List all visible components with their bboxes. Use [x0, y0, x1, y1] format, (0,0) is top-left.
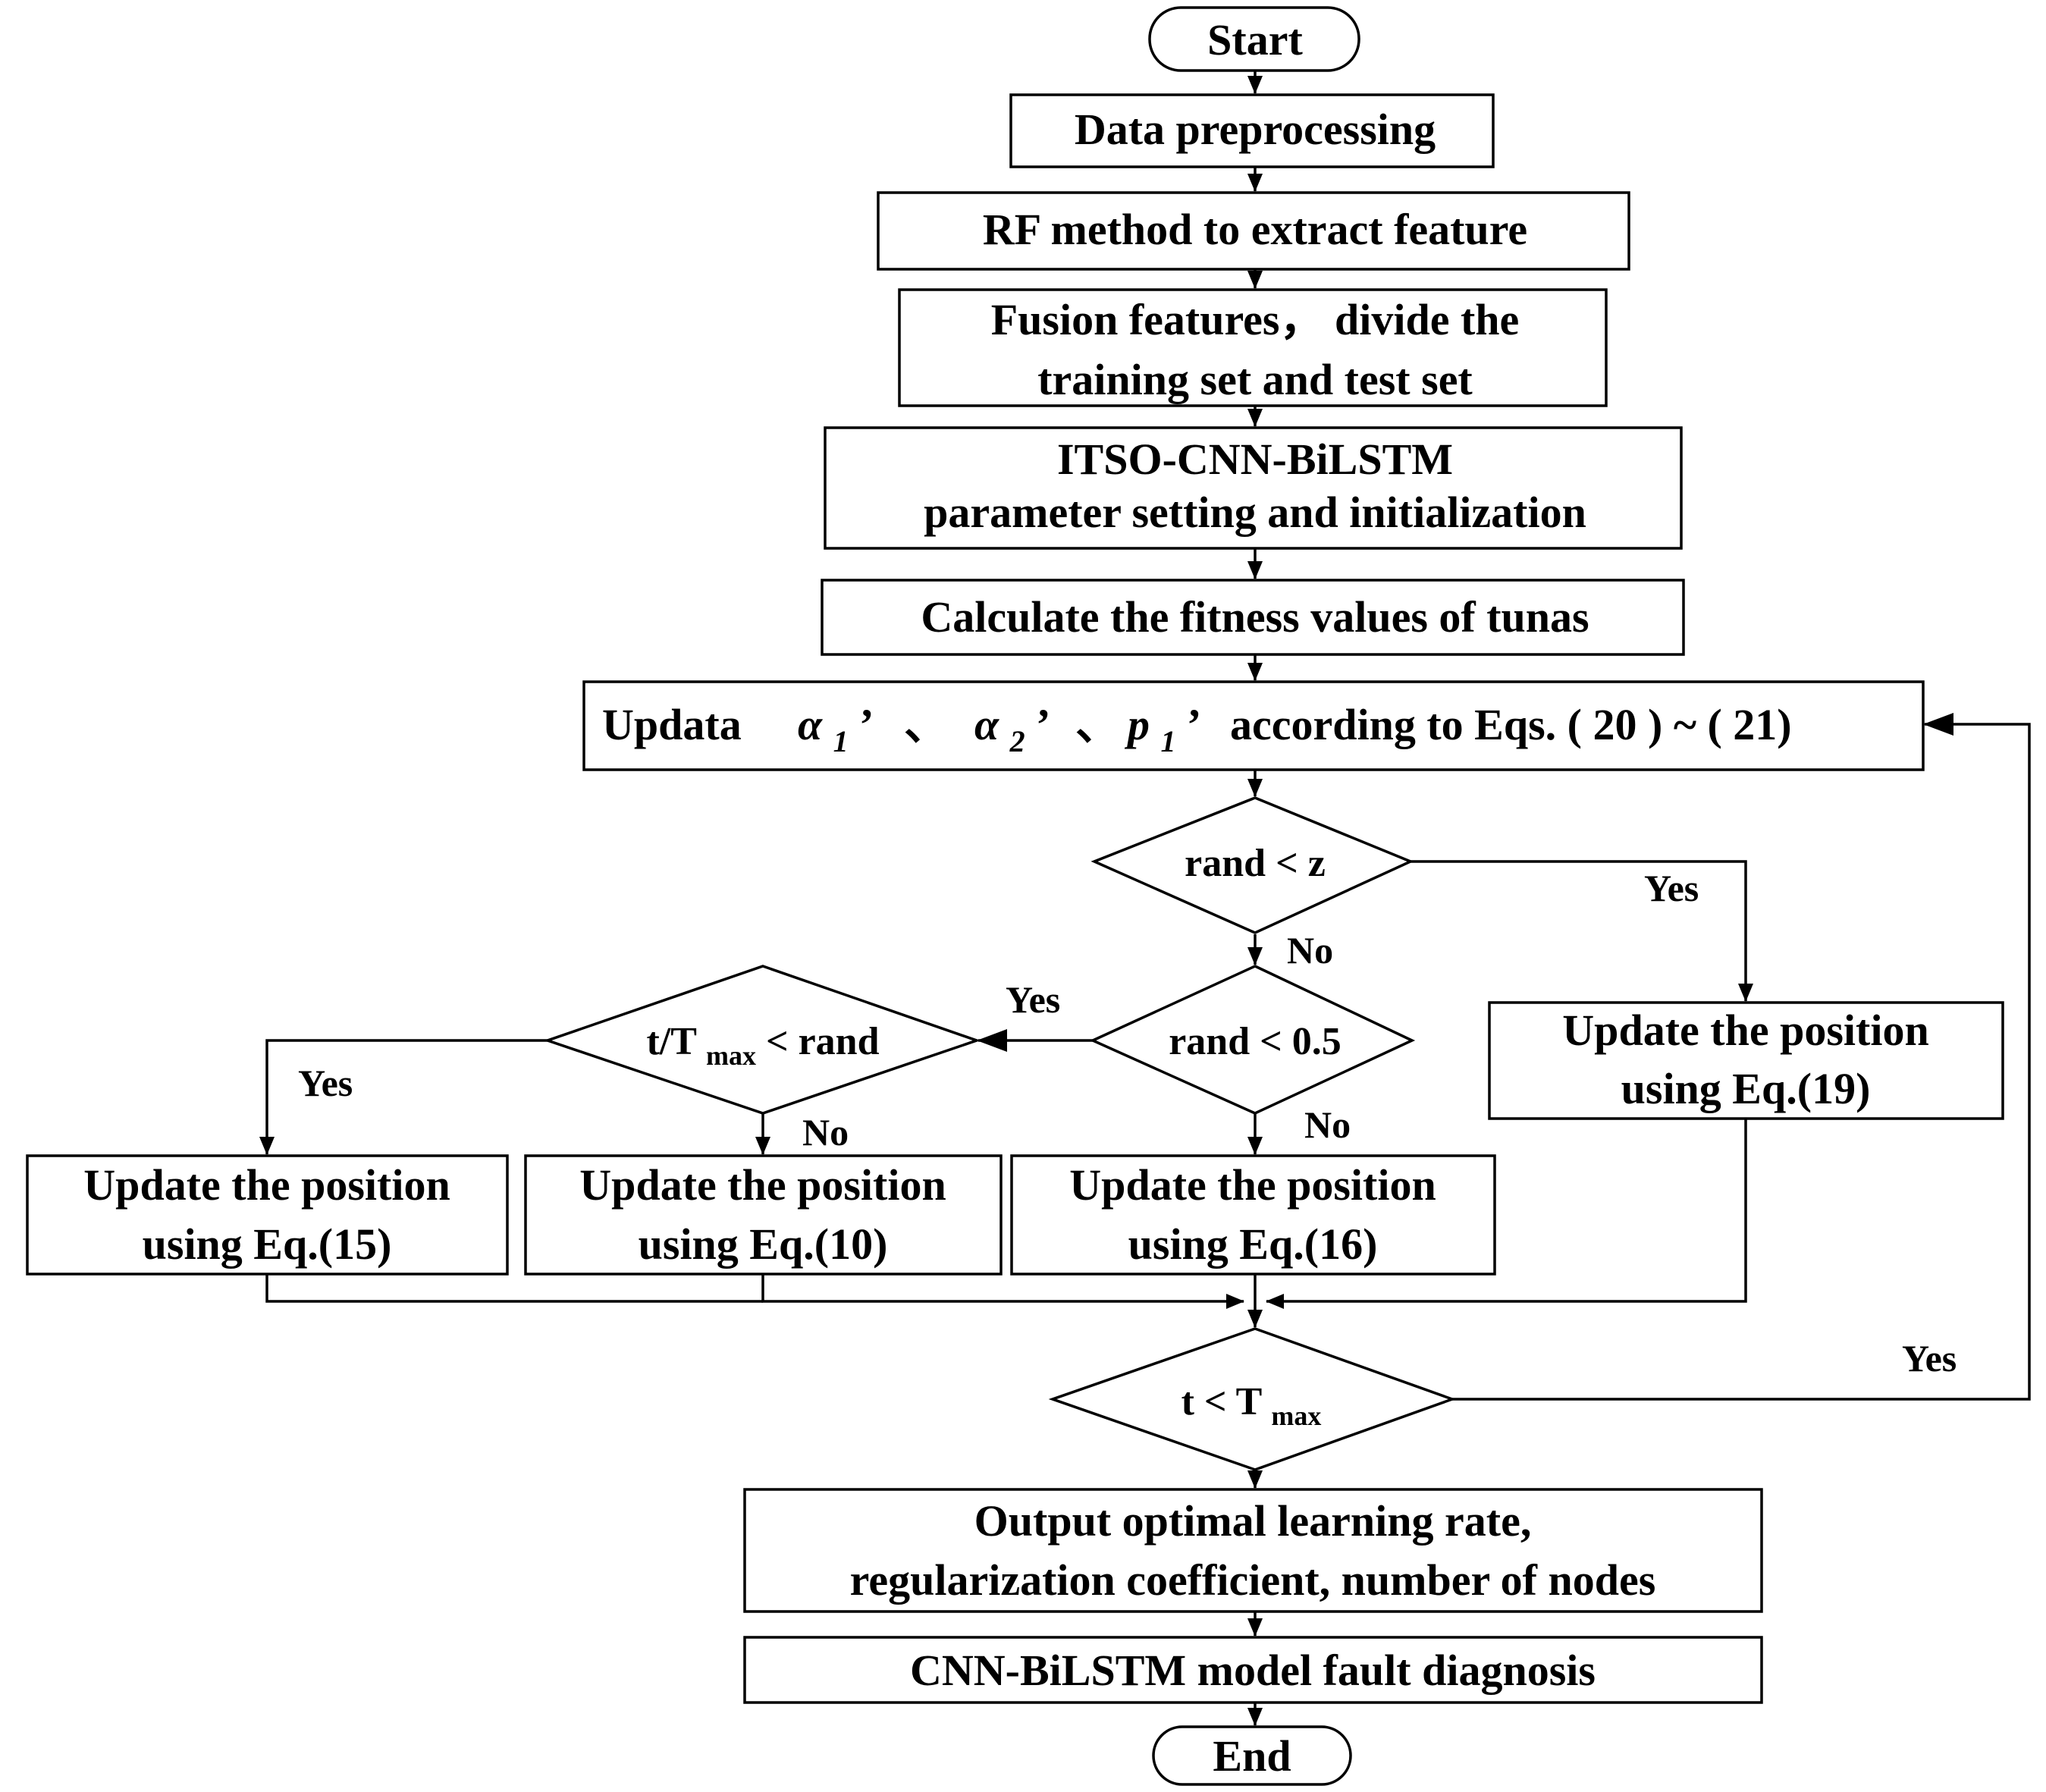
- eq15-box: Update the position using Eq.(15): [26, 1154, 509, 1276]
- eq10-label-line2: using Eq.(10): [639, 1219, 888, 1269]
- alpha2-prime: ’: [1036, 700, 1048, 749]
- merge-eq10: [761, 1274, 1244, 1309]
- fusion-label-line2: training set and test set: [1037, 355, 1473, 404]
- label-yes-tmax: Yes: [1902, 1337, 1957, 1379]
- eq15-label-line2: using Eq.(15): [143, 1219, 392, 1269]
- separator-1: 、: [904, 700, 948, 749]
- edge-labels: Yes No Yes No Yes No Yes: [298, 867, 1957, 1379]
- t-max-subscript: max: [1271, 1401, 1321, 1431]
- eq19-label-line1: Update the position: [1562, 1006, 1928, 1055]
- label-yes-rand05: Yes: [1006, 978, 1060, 1021]
- label-yes-randz: Yes: [1644, 867, 1699, 909]
- diagnosis-box: CNN-BiLSTM model fault diagnosis: [743, 1636, 1763, 1704]
- update-params-box: Updata α 1 ’ 、 α 2 ’ 、 p 1 ’ according t…: [582, 680, 1925, 771]
- fitness-label: Calculate the fitness values of tunas: [921, 592, 1589, 642]
- p1-subscript: 1: [1161, 724, 1176, 758]
- fusion-label-line1: Fusion features， divide the: [991, 295, 1520, 344]
- update-params-label: Updata α 1 ’ 、 α 2 ’ 、 p 1 ’ according t…: [602, 700, 1792, 761]
- rf-label: RF method to extract feature: [983, 205, 1527, 254]
- alpha1-subscript: 1: [833, 724, 849, 758]
- separator-2: 、: [1075, 700, 1119, 749]
- alpha2-subscript: 2: [1009, 724, 1025, 758]
- eq16-box: Update the position using Eq.(16): [1010, 1154, 1496, 1276]
- preprocess-label: Data preprocessing: [1075, 105, 1436, 154]
- label-yes-tratio: Yes: [298, 1062, 353, 1104]
- eq19-box: Update the position using Eq.(19): [1488, 1001, 2004, 1120]
- output-label-line2: regularization coefficient, number of no…: [850, 1555, 1656, 1605]
- t-ratio-t: t/T: [646, 1020, 696, 1063]
- alpha2-symbol: α: [974, 700, 999, 749]
- preprocess-box: Data preprocessing: [1009, 93, 1495, 168]
- fusion-box: Fusion features， divide the training set…: [898, 288, 1608, 407]
- label-no-rand05: No: [1304, 1103, 1351, 1146]
- t-ratio-label: t/T max < rand: [646, 1020, 879, 1074]
- start-label: Start: [1207, 15, 1303, 64]
- t-ratio-subscript: max: [706, 1040, 756, 1071]
- init-label-line2: parameter setting and initialization: [924, 488, 1586, 537]
- update-prefix: Updata: [602, 700, 742, 749]
- rand-z-decision: rand < z: [1090, 796, 1414, 934]
- init-label-line1: ITSO-CNN-BiLSTM: [1057, 435, 1453, 484]
- fitness-box: Calculate the fitness values of tunas: [821, 579, 1685, 656]
- eq16-label-line2: using Eq.(16): [1128, 1219, 1378, 1269]
- t-max-decision: t < T max: [1048, 1327, 1457, 1471]
- rand-z-label: rand < z: [1185, 842, 1326, 885]
- label-no-tratio: No: [802, 1111, 849, 1153]
- arrow-randz-eq19: [1411, 860, 1753, 1002]
- rand-05-label: rand < 0.5: [1169, 1020, 1342, 1063]
- t-max-label: t < T max: [1181, 1380, 1322, 1431]
- rf-box: RF method to extract feature: [877, 191, 1630, 271]
- label-no-randz: No: [1287, 929, 1333, 971]
- output-label-line1: Output optimal learning rate,: [974, 1496, 1532, 1546]
- output-box: Output optimal learning rate, regulariza…: [743, 1488, 1763, 1613]
- eq10-label-line1: Update the position: [579, 1160, 946, 1210]
- eq19-label-line2: using Eq.(19): [1621, 1064, 1871, 1113]
- merge-eq15: [265, 1274, 763, 1303]
- p1-symbol: p: [1124, 700, 1150, 749]
- alpha1-prime: ’: [859, 700, 871, 749]
- start-node: Start: [1148, 6, 1360, 72]
- eq16-label-line1: Update the position: [1069, 1160, 1436, 1210]
- merge-eq19: [1266, 1119, 1747, 1309]
- alpha1-symbol: α: [798, 700, 823, 749]
- arrow-tratio-eq15: [259, 1039, 548, 1155]
- eq15-label-line1: Update the position: [83, 1160, 450, 1210]
- diagnosis-label: CNN-BiLSTM model fault diagnosis: [910, 1646, 1596, 1695]
- update-suffix: according to Eqs. ( 20 ) ~ ( 21): [1230, 700, 1792, 749]
- rand-05-decision: rand < 0.5: [1089, 965, 1416, 1115]
- connectors: [259, 71, 2031, 1726]
- t-ratio-decision: t/T max < rand: [543, 965, 981, 1115]
- end-node: End: [1152, 1725, 1352, 1786]
- eq10-box: Update the position using Eq.(10): [524, 1154, 1003, 1276]
- arrow-tmax-loop: [1452, 713, 2031, 1401]
- p1-prime: ’: [1187, 700, 1199, 749]
- end-label: End: [1213, 1731, 1291, 1781]
- t-max-t: t < T: [1181, 1380, 1262, 1423]
- init-box: ITSO-CNN-BiLSTM parameter setting and in…: [824, 426, 1683, 550]
- t-ratio-rest: < rand: [766, 1020, 880, 1063]
